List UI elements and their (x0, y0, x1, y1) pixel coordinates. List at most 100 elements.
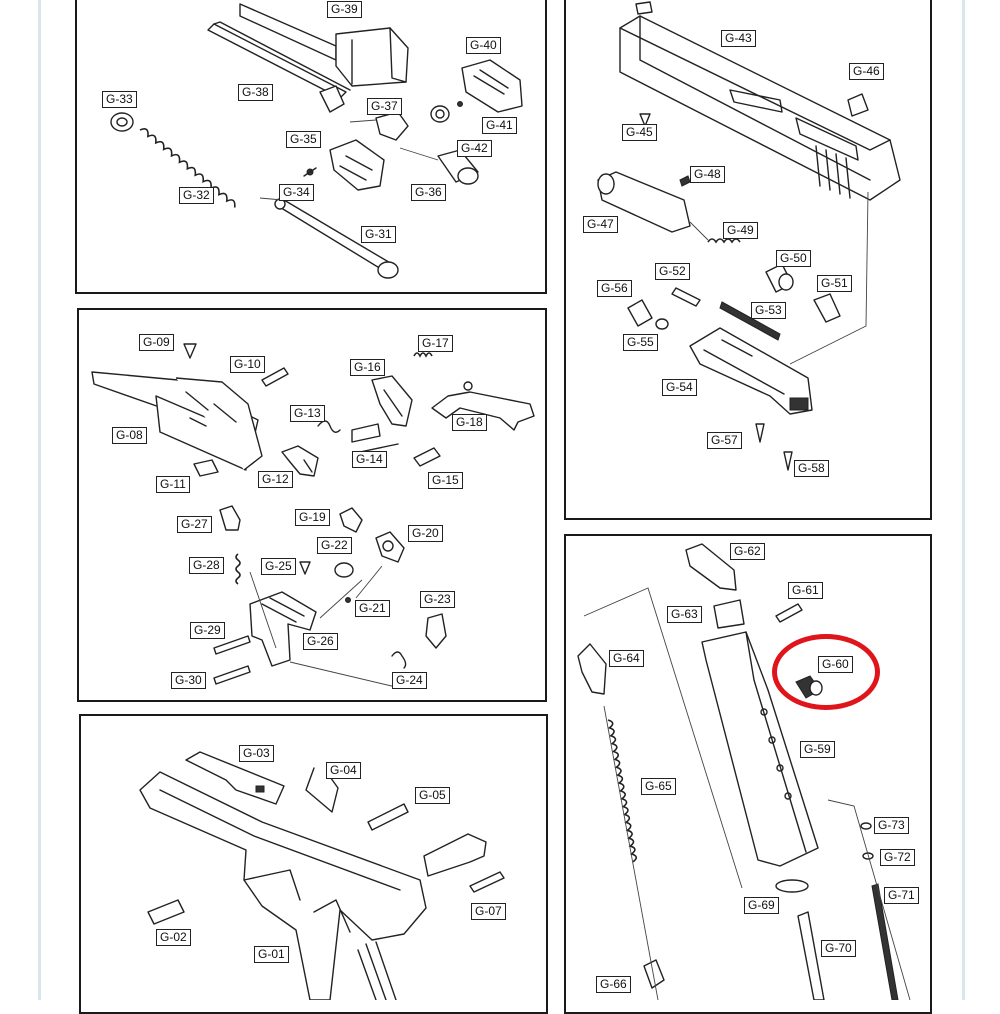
label-g16: G-16 (350, 359, 385, 376)
hammer-g27 (219, 505, 241, 531)
mag-spring-g65 (607, 719, 638, 863)
label-g53: G-53 (751, 302, 786, 319)
barrel-g38 (207, 21, 351, 113)
label-g15: G-15 (428, 472, 463, 489)
label-g12: G-12 (258, 471, 293, 488)
hop-unit-g40 (461, 59, 523, 113)
label-g07: G-07 (471, 903, 506, 920)
label-g05: G-05 (415, 787, 450, 804)
part-g66 (643, 959, 665, 989)
mag-lip-g62 (685, 543, 737, 591)
part-g51 (813, 293, 841, 323)
left-page-edge (38, 0, 41, 1000)
label-g34: G-34 (279, 184, 314, 201)
label-g28: G-28 (189, 557, 224, 574)
label-g25: G-25 (261, 558, 296, 575)
label-g58: G-58 (794, 460, 829, 477)
label-g17: G-17 (418, 335, 453, 352)
label-g57: G-57 (707, 432, 742, 449)
lock-g02 (147, 899, 185, 925)
label-g18: G-18 (452, 414, 487, 431)
spring-g13 (317, 420, 341, 433)
rod-g53 (719, 301, 781, 341)
spring-g24 (391, 651, 407, 669)
label-g33: G-33 (102, 91, 137, 108)
label-g56: G-56 (597, 280, 632, 297)
spring-cap-g33 (110, 112, 134, 132)
nozzle-g47 (597, 171, 691, 233)
label-g65: G-65 (641, 778, 676, 795)
label-g35: G-35 (286, 131, 321, 148)
lever-g12 (281, 445, 319, 477)
bucking-g36 (437, 149, 479, 185)
spring-g17 (413, 352, 433, 358)
spring-g22 (334, 562, 354, 578)
label-g31: G-31 (361, 226, 396, 243)
label-g49: G-49 (723, 222, 758, 239)
spring-g04 (305, 767, 339, 813)
pin-g07 (469, 871, 505, 893)
right-page-edge (962, 0, 965, 1000)
label-g50: G-50 (776, 250, 811, 267)
sear-g19 (339, 507, 363, 533)
label-g22: G-22 (317, 537, 352, 554)
frame-g01 (139, 771, 427, 1000)
block-g54 (689, 327, 813, 415)
connector-g15 (413, 447, 441, 467)
label-g59: G-59 (800, 741, 835, 758)
block-g11 (193, 459, 219, 477)
screw-g55 (655, 318, 669, 330)
recoil-spring-g32 (139, 128, 236, 208)
screws-g57-g58 (755, 423, 793, 471)
ejector-g18 (431, 381, 535, 431)
label-g32: G-32 (179, 187, 214, 204)
guide-rod-g31 (274, 198, 399, 279)
label-g69: G-69 (744, 897, 779, 914)
oring-g69 (775, 879, 809, 893)
label-g30: G-30 (171, 672, 206, 689)
label-g64: G-64 (609, 650, 644, 667)
label-g54: G-54 (662, 379, 697, 396)
label-g40: G-40 (466, 37, 501, 54)
label-g48: G-48 (690, 166, 725, 183)
rod-g71 (871, 883, 899, 1000)
spring-g14 (359, 443, 399, 453)
label-g29: G-29 (190, 622, 225, 639)
label-g47: G-47 (583, 216, 618, 233)
label-g09: G-09 (139, 334, 174, 351)
pin-g05 (367, 803, 409, 831)
label-g21: G-21 (355, 600, 390, 617)
label-g11: G-11 (156, 476, 190, 493)
oring-g72-g73 (860, 822, 874, 860)
label-g27: G-27 (177, 516, 212, 533)
pin-g48 (679, 175, 691, 187)
clip-g37 (375, 111, 409, 141)
spring-g49 (707, 238, 741, 244)
label-g23: G-23 (420, 591, 455, 608)
label-g26: G-26 (303, 633, 338, 650)
label-g13: G-13 (290, 405, 325, 422)
tube-g70 (797, 911, 825, 1000)
screw-g25 (299, 561, 311, 575)
label-g39: G-39 (327, 1, 362, 18)
label-g62: G-62 (730, 543, 765, 560)
label-g19: G-19 (295, 509, 330, 526)
label-g20: G-20 (408, 525, 443, 542)
label-g38: G-38 (238, 84, 273, 101)
pin-g61 (775, 603, 803, 623)
pin-g21 (345, 597, 351, 603)
rail-g08 (91, 371, 263, 471)
slide-g43 (619, 1, 901, 201)
label-g02: G-02 (156, 929, 191, 946)
label-g63: G-63 (667, 606, 702, 623)
trigger-bar-g16 (351, 375, 413, 443)
housing-g26 (249, 591, 317, 667)
cam-g20 (375, 531, 405, 563)
rail-g03 (185, 751, 285, 805)
label-g51: G-51 (817, 275, 852, 292)
sight-g46 (847, 93, 869, 117)
label-g42: G-42 (457, 140, 492, 157)
label-g03: G-03 (239, 745, 274, 762)
hop-chamber-g35 (303, 139, 385, 191)
